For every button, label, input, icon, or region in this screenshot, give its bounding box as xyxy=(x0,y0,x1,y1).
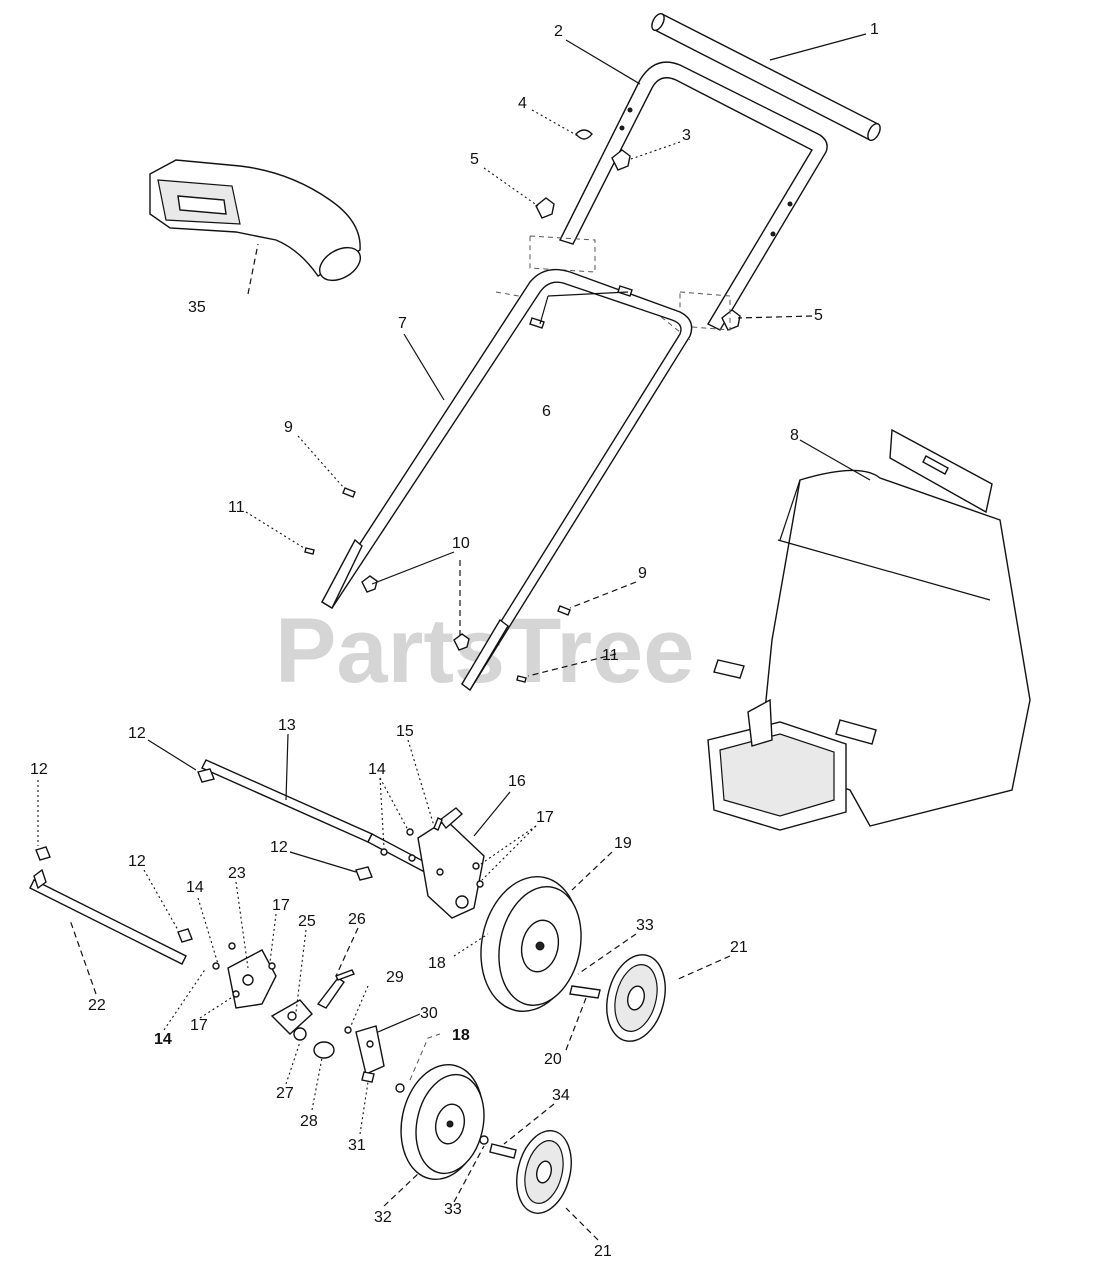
callout-29: 29 xyxy=(386,969,404,986)
part-nut-17b[interactable] xyxy=(268,962,276,970)
callout-9a: 9 xyxy=(284,419,293,436)
part-bolt-11b[interactable] xyxy=(516,675,527,683)
callout-6: 6 xyxy=(542,403,551,420)
callout-35: 35 xyxy=(188,299,206,316)
callout-34: 34 xyxy=(552,1087,570,1104)
part-lever-26[interactable] xyxy=(316,969,355,1009)
part-wheel-32[interactable] xyxy=(391,1057,493,1187)
callout-7: 7 xyxy=(398,315,407,332)
part-bolt-15[interactable] xyxy=(433,817,443,831)
callout-20: 20 xyxy=(544,1051,562,1068)
callout-17b: 17 xyxy=(272,897,290,914)
part-lower-handle[interactable] xyxy=(321,268,693,692)
part-axle-13[interactable] xyxy=(201,759,441,879)
callout-14c: 14 xyxy=(154,1031,172,1048)
callout-31: 31 xyxy=(348,1137,366,1154)
callout-14a: 14 xyxy=(368,761,386,778)
callout-12b: 12 xyxy=(30,761,48,778)
part-nuts-17a[interactable] xyxy=(472,862,484,888)
part-axle-22[interactable] xyxy=(29,868,187,965)
part-bushing-12d[interactable] xyxy=(177,928,193,943)
part-upper-handle-grip[interactable] xyxy=(649,12,882,143)
part-bolt-31[interactable] xyxy=(361,1071,375,1083)
callout-19: 19 xyxy=(614,835,632,852)
callout-5a: 5 xyxy=(470,151,479,168)
callout-30: 30 xyxy=(420,1005,438,1022)
part-washer-33b[interactable] xyxy=(479,1135,489,1145)
callout-18b: 18 xyxy=(452,1027,470,1044)
part-nuts-14b[interactable] xyxy=(212,942,236,970)
callout-15: 15 xyxy=(396,723,414,740)
part-nut-29[interactable] xyxy=(344,1026,352,1034)
part-bushing-12b[interactable] xyxy=(355,866,373,881)
part-bolt-34[interactable] xyxy=(489,1143,517,1159)
part-bolt-9b[interactable] xyxy=(557,605,571,616)
callout-21b: 21 xyxy=(594,1243,612,1260)
callout-22: 22 xyxy=(88,997,106,1014)
part-bushing-27[interactable] xyxy=(293,1027,307,1041)
part-knob-10a[interactable] xyxy=(361,575,378,593)
part-bolt-11a[interactable] xyxy=(304,547,315,555)
watermark: PartsTree TM xyxy=(275,599,812,702)
callout-26: 26 xyxy=(348,911,366,928)
callout-11b: 11 xyxy=(602,647,619,664)
part-chute-35[interactable] xyxy=(149,159,366,287)
callout-10: 10 xyxy=(452,535,470,552)
leader-lines xyxy=(37,33,871,1241)
callout-14b: 14 xyxy=(186,879,204,896)
callout-18a: 18 xyxy=(428,955,446,972)
part-bushing-12c[interactable] xyxy=(35,846,51,861)
callout-32: 32 xyxy=(374,1209,392,1226)
part-nuts-14a[interactable] xyxy=(380,828,416,862)
callout-28: 28 xyxy=(300,1113,318,1130)
part-spacer-28[interactable] xyxy=(313,1041,335,1059)
callout-12a: 12 xyxy=(128,725,146,742)
callout-12d: 12 xyxy=(128,853,146,870)
part-bushing-12a[interactable] xyxy=(197,768,215,783)
part-knob-5a[interactable] xyxy=(535,197,555,219)
part-bolts-6[interactable] xyxy=(529,285,633,329)
callout-17c: 17 xyxy=(190,1017,208,1034)
callout-2: 2 xyxy=(554,23,563,40)
callout-labels: 1 2 3 4 5 5 6 7 8 9 9 10 11 11 12 12 12 … xyxy=(30,21,879,1260)
callout-33a: 33 xyxy=(636,917,654,934)
part-bracket-25[interactable] xyxy=(270,999,313,1035)
callout-11a: 11 xyxy=(228,499,245,516)
callout-5b: 5 xyxy=(814,307,823,324)
callout-27: 27 xyxy=(276,1085,294,1102)
part-bag-8[interactable] xyxy=(707,428,1031,831)
part-hubcap-21b[interactable] xyxy=(509,1125,580,1219)
part-adjuster-23[interactable] xyxy=(227,949,277,1009)
callout-8: 8 xyxy=(790,427,799,444)
callout-25: 25 xyxy=(298,913,316,930)
callout-1: 1 xyxy=(870,21,879,38)
callout-12c: 12 xyxy=(270,839,288,856)
part-upper-handle[interactable] xyxy=(559,61,828,331)
part-nut-17c[interactable] xyxy=(232,990,240,998)
callout-33b: 33 xyxy=(444,1201,462,1218)
part-knob-10b[interactable] xyxy=(453,633,470,651)
callout-16: 16 xyxy=(508,773,526,790)
part-wheel-19[interactable] xyxy=(469,868,592,1021)
callout-9b: 9 xyxy=(638,565,647,582)
part-plate-30[interactable] xyxy=(355,1025,385,1075)
callout-4: 4 xyxy=(518,95,527,112)
part-knob-3[interactable] xyxy=(611,149,631,171)
callout-23: 23 xyxy=(228,865,246,882)
part-bolt-20[interactable] xyxy=(569,985,601,999)
callout-17a: 17 xyxy=(536,809,554,826)
part-bolt-4[interactable] xyxy=(575,129,593,140)
callout-13: 13 xyxy=(278,717,296,734)
callout-21a: 21 xyxy=(730,939,748,956)
callout-3: 3 xyxy=(682,127,691,144)
part-hubcap-21a[interactable] xyxy=(598,949,674,1048)
part-washer-18b[interactable] xyxy=(395,1083,405,1093)
part-adjuster-16[interactable] xyxy=(417,807,485,919)
part-bolt-9a[interactable] xyxy=(342,487,356,498)
